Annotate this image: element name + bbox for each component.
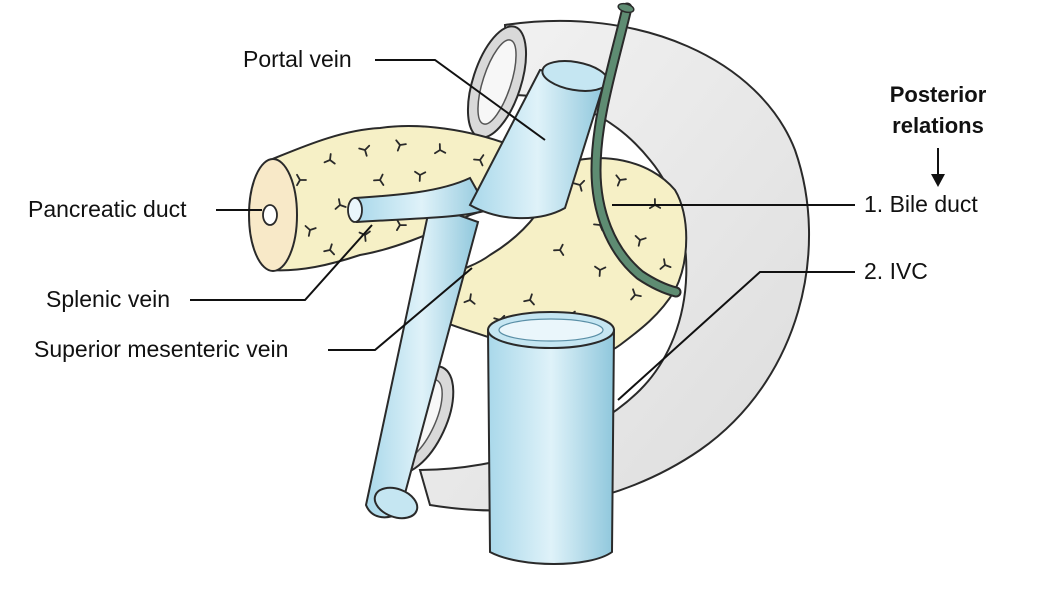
inferior-vena-cava [486, 329, 616, 565]
lobule-mark [358, 144, 371, 157]
lobule-mark [323, 243, 335, 256]
lobule-mark [594, 265, 607, 277]
label-ivc: 2. IVC [864, 258, 928, 284]
heading-arrowhead [931, 174, 945, 187]
pancreas-lobule-texture [296, 139, 672, 344]
label-portal-vein: Portal vein [243, 46, 352, 72]
lobule-mark [573, 179, 586, 192]
lobule-mark [463, 293, 476, 305]
lobule-mark [334, 198, 347, 210]
lobule-mark [473, 154, 485, 167]
lobule-mark [414, 170, 427, 182]
label-superior-mesenteric-vein: Superior mesenteric vein [34, 336, 289, 362]
leader-portal-vein [375, 59, 546, 141]
leader-lines [190, 59, 939, 401]
lobule-mark [523, 293, 535, 306]
lobule-mark [395, 139, 407, 152]
lobule-mark [659, 258, 672, 270]
lobule-mark [615, 174, 627, 187]
portal-vein [468, 68, 607, 220]
lobule-mark [323, 153, 336, 165]
lobule-mark [553, 243, 565, 256]
heading-line-1: Posterior [889, 82, 987, 107]
posterior-relations-heading: Posterior relations [863, 80, 1013, 142]
leader-smv [328, 267, 473, 351]
pancreatic-duct-opening [262, 204, 278, 226]
lobule-mark [304, 225, 317, 237]
leader-splenic-vein [190, 224, 373, 301]
label-bile-duct: 1. Bile duct [864, 191, 978, 217]
lobule-mark [634, 235, 647, 247]
leader-ivc [617, 271, 855, 401]
label-pancreatic-duct: Pancreatic duct [28, 196, 187, 222]
lobule-mark [296, 173, 307, 187]
lobule-mark [434, 143, 447, 155]
label-splenic-vein: Splenic vein [46, 286, 171, 312]
lobule-mark [373, 173, 385, 186]
lobule-mark [630, 288, 642, 301]
heading-line-2: relations [892, 112, 984, 138]
